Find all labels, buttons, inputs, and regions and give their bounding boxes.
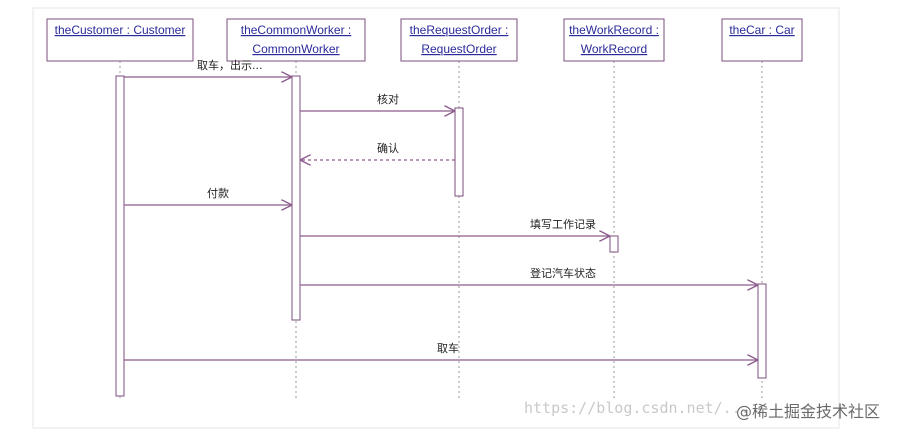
lifeline-customer-head [46,18,194,62]
lifeline-order-head [400,18,518,62]
message-6-label: 登记汽车状态 [530,266,596,280]
lifeline-worker-head [226,18,366,62]
diagram-frame [32,7,840,429]
message-1: 取车，出示... [124,58,292,77]
activation-bar-worker [291,75,301,321]
message-7-label: 取车 [437,341,459,355]
lifeline-order-type: RequestOrder [421,42,496,56]
message-5: 填写工作记录 [300,217,610,236]
lifeline-worker-type: CommonWorker [252,42,339,56]
message-6: 登记汽车状态 [300,266,758,285]
message-4: 付款 [124,186,292,205]
lifeline-customer-name: theCustomer : Customer [55,23,186,37]
message-3-label: 确认 [377,142,399,155]
message-7: 取车 [124,341,758,360]
lifeline-worker-name: theCommonWorker : [241,23,351,37]
lifeline-car-head [721,18,803,62]
activation-bar-customer [115,75,125,397]
activation-bar-car [757,283,767,379]
message-2: 核对 [300,92,455,111]
message-1-label: 取车，出示... [197,58,263,72]
lifeline-customer: theCustomer : Customer [46,18,194,398]
lifeline-worker: theCommonWorker : CommonWorker [226,18,366,398]
lifeline-order-name: theRequestOrder : [410,23,509,37]
lifeline-car: theCar : Car [721,18,803,398]
lifeline-order: theRequestOrder : RequestOrder [400,18,518,398]
lifeline-record: theWorkRecord : WorkRecord [563,18,665,398]
csdn-watermark: https://blog.csdn.net/... [524,399,750,417]
lifeline-car-name: theCar : Car [729,23,794,37]
message-5-label: 填写工作记录 [530,217,596,231]
juejin-brand-watermark: @稀土掘金技术社区 [736,402,881,421]
activation-bar-record [609,235,619,253]
lifeline-record-type: WorkRecord [581,42,647,56]
message-2-label: 核对 [377,92,399,106]
lifeline-record-name: theWorkRecord : [569,23,659,37]
lifeline-record-head [563,18,665,62]
message-4-label: 付款 [207,186,229,200]
activation-bar-order [454,107,464,197]
message-3: 确认 [300,142,455,160]
